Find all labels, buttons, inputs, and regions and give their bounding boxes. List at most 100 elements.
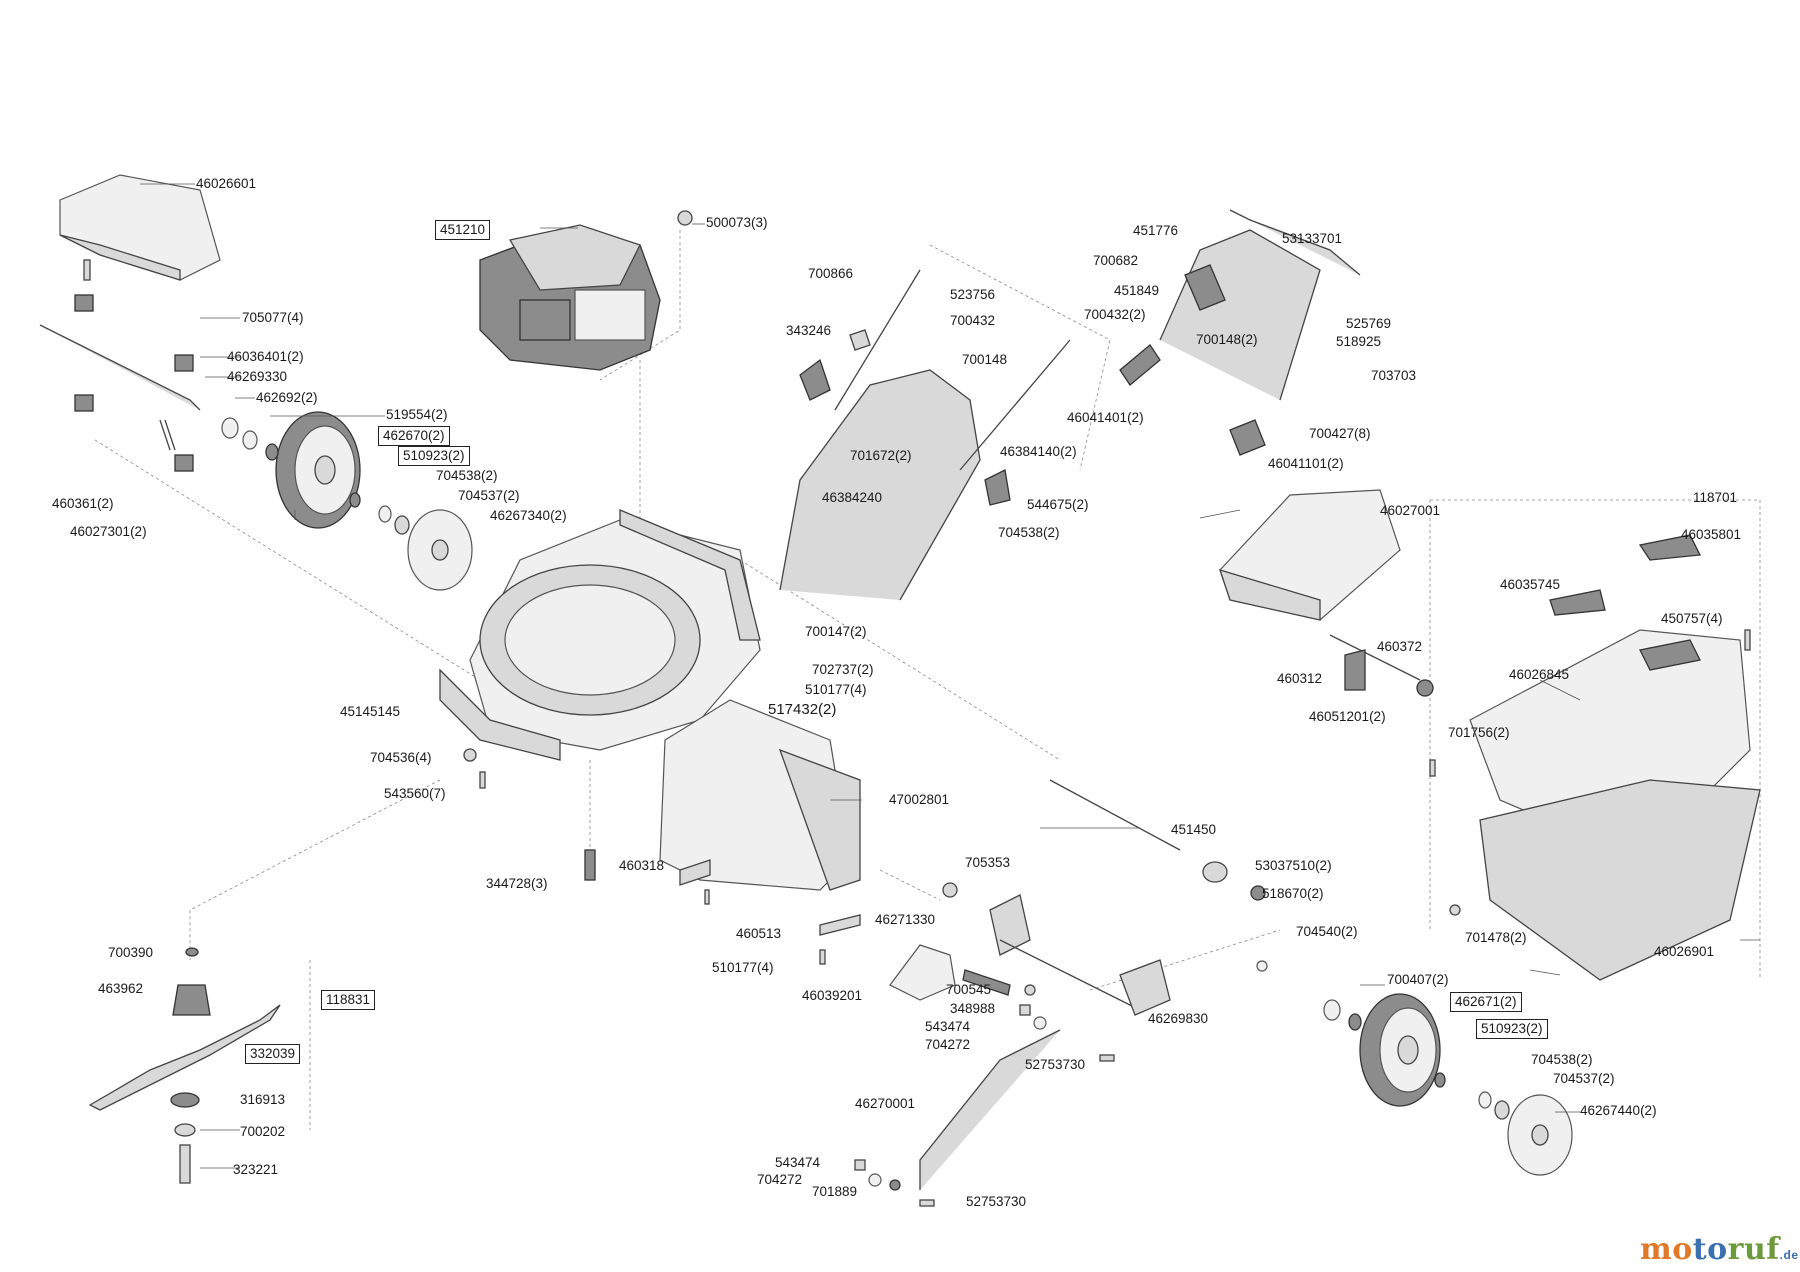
clip-543474	[1019, 1004, 1031, 1016]
engine	[479, 224, 661, 371]
axle-rod	[999, 939, 1141, 1011]
clip-543474b	[854, 1159, 866, 1171]
bolt-705353	[942, 882, 958, 898]
label-52753730a: 52753730	[1025, 1057, 1086, 1072]
washer-a	[221, 417, 239, 439]
knob-46039201	[889, 944, 956, 1001]
handle-knob-b	[1229, 419, 1266, 456]
screw-b	[819, 949, 826, 965]
label-460361: 460361(2)	[52, 496, 114, 511]
spring-460312	[1344, 649, 1366, 691]
label-46267440: 46267440(2)	[1580, 1103, 1657, 1118]
label-544675: 544675(2)	[1027, 497, 1089, 512]
label-704537b: 704537(2)	[1553, 1071, 1615, 1086]
screw-450757	[1744, 629, 1751, 651]
label-705077: 705077(4)	[242, 310, 304, 325]
bolt-323221	[179, 1144, 191, 1184]
label-701889: 701889	[812, 1184, 858, 1199]
label-702737: 702737(2)	[812, 662, 874, 677]
nut-704536	[463, 748, 477, 762]
label-704538b: 704538(2)	[998, 525, 1060, 540]
bracket-460318	[679, 859, 711, 886]
washer-704272b	[868, 1173, 882, 1187]
label-47002801: 47002801	[889, 792, 950, 807]
label-460318: 460318	[619, 858, 665, 873]
clip-b	[74, 394, 94, 412]
clip-a	[74, 294, 94, 312]
washer-b	[242, 430, 258, 450]
nut-348988	[1024, 984, 1036, 996]
label-46027001: 46027001	[1380, 503, 1441, 518]
washer-704540	[1256, 960, 1268, 972]
label-700427: 700427(8)	[1309, 426, 1371, 441]
washer-704272	[1033, 1016, 1047, 1030]
control-cable	[1229, 209, 1361, 276]
label-703703: 703703	[1371, 368, 1417, 383]
handle-tubes	[834, 269, 1071, 471]
label-704538a: 704538(2)	[436, 468, 498, 483]
label-46267340: 46267340(2)	[490, 508, 567, 523]
ring-518670	[1250, 885, 1266, 901]
label-451776: 451776	[1133, 223, 1179, 238]
bolt-344728	[584, 849, 596, 881]
label-118701: 118701	[1693, 490, 1738, 505]
screw-543560	[479, 771, 486, 789]
label-510177b: 510177(4)	[712, 960, 774, 975]
label-46384240: 46384240	[822, 490, 883, 505]
label-344728: 344728(3)	[486, 876, 548, 891]
label-348988: 348988	[950, 1001, 996, 1016]
washer-700407	[1323, 999, 1341, 1021]
label-45145145: 45145145	[340, 704, 401, 719]
handle-clamp-b	[984, 469, 1011, 506]
label-704272b: 704272	[757, 1172, 803, 1187]
nut-b	[1494, 1100, 1510, 1120]
label-704536: 704536(4)	[370, 750, 432, 765]
label-700148a: 700148	[962, 352, 1008, 367]
logo-tld: .de	[1779, 1248, 1799, 1262]
logo-part-3: ruf	[1727, 1232, 1780, 1267]
label-705353: 705353	[965, 855, 1011, 870]
label-460513: 460513	[736, 926, 782, 941]
label-450757: 450757(4)	[1661, 611, 1723, 626]
label-510177a: 510177(4)	[805, 682, 867, 697]
cover-46035745	[1549, 589, 1606, 616]
label-460312: 460312	[1277, 671, 1323, 686]
bushing-53037510	[1202, 861, 1228, 883]
label-46269830: 46269830	[1148, 1011, 1209, 1026]
label-700432a: 700432	[950, 313, 996, 328]
bracket-460513	[819, 914, 861, 936]
rod-460372	[1329, 634, 1421, 681]
label-46039201: 46039201	[802, 988, 863, 1003]
label-46269330: 46269330	[227, 369, 288, 384]
label-518925: 518925	[1336, 334, 1382, 349]
logo-part-1: mo	[1640, 1232, 1693, 1267]
label-46271330: 46271330	[875, 912, 936, 927]
label-701478: 701478(2)	[1465, 930, 1527, 945]
label-704272a: 704272	[925, 1037, 971, 1052]
label-46035801: 46035801	[1681, 527, 1742, 542]
nut-500073	[677, 210, 693, 226]
label-510923b: 510923(2)	[1476, 1019, 1548, 1039]
screw-701756	[1429, 759, 1436, 777]
label-704538c: 704538(2)	[1531, 1052, 1593, 1067]
label-53037510: 53037510(2)	[1255, 858, 1332, 873]
label-700545: 700545	[946, 982, 992, 997]
label-704537a: 704537(2)	[458, 488, 520, 503]
nut-701478	[1449, 904, 1461, 916]
label-700390: 700390	[108, 945, 154, 960]
lever-451849	[1184, 264, 1226, 311]
label-517432: 517432(2)	[768, 701, 837, 718]
screw-705077	[83, 259, 91, 281]
logo-part-2: to	[1692, 1232, 1728, 1267]
label-500073: 500073(3)	[706, 215, 768, 230]
lever-46271330	[962, 969, 1011, 996]
rear-wheel-left	[275, 411, 361, 529]
label-543474b: 543474	[775, 1155, 821, 1170]
label-316913: 316913	[240, 1092, 286, 1107]
washer-700202	[174, 1123, 196, 1137]
label-451210: 451210	[435, 220, 491, 240]
hubcap-right	[1507, 1094, 1573, 1176]
label-323221: 323221	[233, 1162, 279, 1177]
